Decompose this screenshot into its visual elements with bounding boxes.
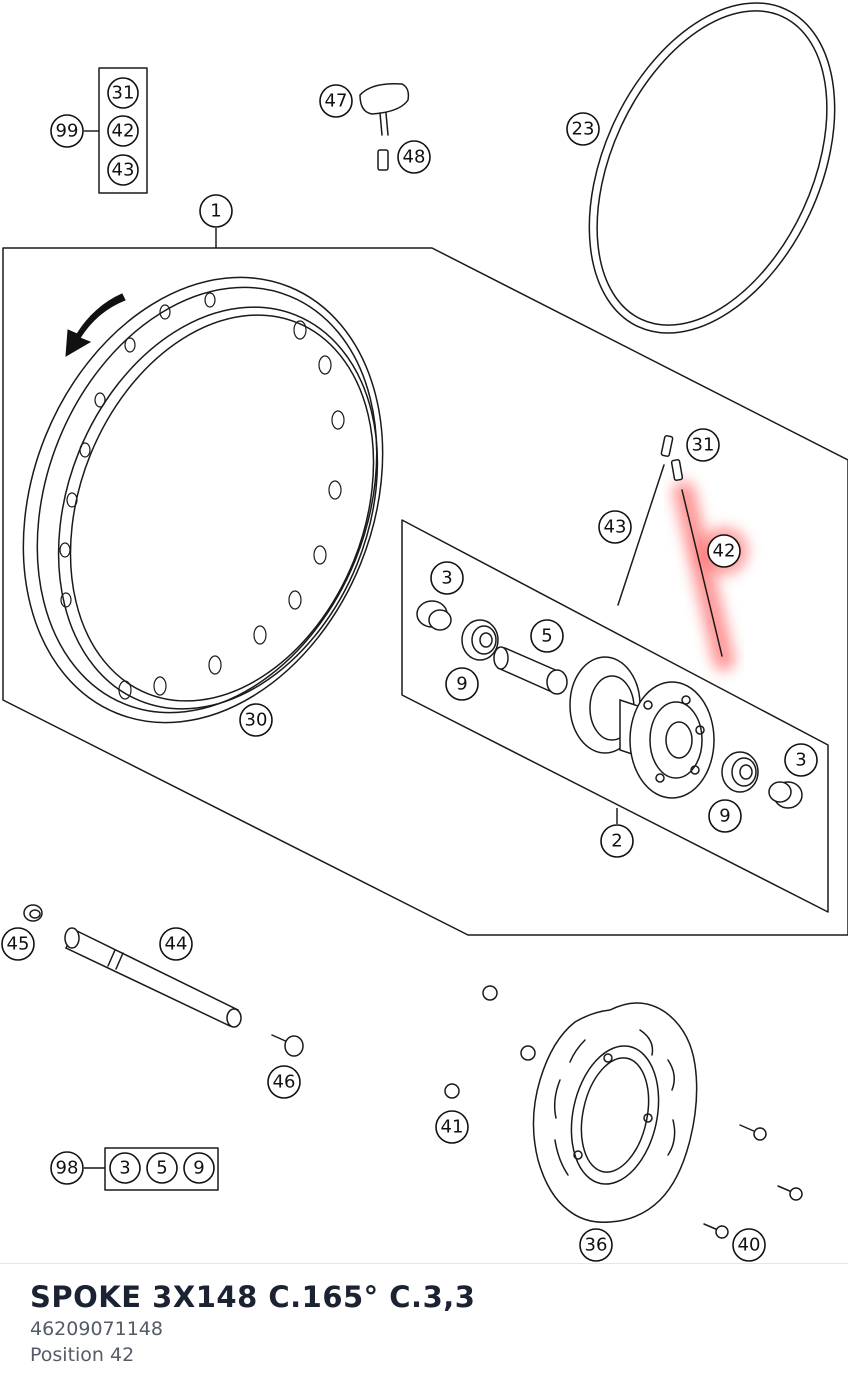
bushing-3-left[interactable] (416, 600, 452, 631)
svg-text:31: 31 (692, 435, 715, 456)
rim-part[interactable] (0, 223, 447, 777)
callout-45[interactable]: 45 (1, 927, 35, 961)
svg-text:9: 9 (456, 674, 467, 695)
rim-band-part[interactable] (540, 0, 848, 372)
callout-5[interactable]: 5 (530, 619, 564, 653)
svg-text:46: 46 (273, 1072, 296, 1093)
rotation-arrow-icon (65, 293, 126, 357)
svg-text:44: 44 (165, 934, 188, 955)
callout-9-left[interactable]: 9 (445, 667, 479, 701)
part-name: SPOKE 3X148 C.165° C.3,3 (30, 1280, 476, 1314)
callout-46[interactable]: 46 (267, 1065, 301, 1099)
callout-48[interactable]: 48 (397, 140, 431, 174)
callout-42-kit[interactable]: 42 (107, 115, 139, 147)
svg-text:31: 31 (112, 83, 135, 104)
callout-3-kit[interactable]: 3 (109, 1152, 141, 1184)
svg-text:43: 43 (112, 160, 135, 181)
part-info-panel: SPOKE 3X148 C.165° C.3,3 46209071148 Pos… (0, 1263, 848, 1391)
svg-text:42: 42 (112, 121, 135, 142)
valve-cap-part[interactable] (359, 82, 410, 136)
bushing-3-right[interactable] (768, 781, 803, 809)
axle-nut-part[interactable] (23, 904, 43, 922)
spoke-43-part[interactable] (617, 435, 674, 606)
part-number: 46209071148 (30, 1318, 163, 1340)
part-position: Position 42 (30, 1344, 135, 1366)
svg-text:5: 5 (156, 1158, 167, 1179)
svg-text:42: 42 (713, 541, 736, 562)
callout-30[interactable]: 30 (239, 703, 273, 737)
svg-text:40: 40 (738, 1235, 761, 1256)
svg-text:23: 23 (572, 119, 595, 140)
callout-31-kit[interactable]: 31 (107, 77, 139, 109)
svg-text:48: 48 (403, 147, 426, 168)
brake-disc-part[interactable] (532, 1002, 698, 1223)
callout-47[interactable]: 47 (319, 84, 353, 118)
svg-text:5: 5 (541, 626, 552, 647)
svg-text:3: 3 (795, 750, 806, 771)
callout-1[interactable]: 1 (199, 194, 233, 228)
leader-lines (84, 130, 618, 1169)
axle-screw-part[interactable] (271, 1034, 304, 1057)
svg-text:2: 2 (611, 831, 622, 852)
callout-3-left[interactable]: 3 (430, 561, 464, 595)
callout-31[interactable]: 31 (686, 428, 720, 462)
kit-98-box (104, 1147, 219, 1191)
disc-screw-part[interactable] (703, 1124, 803, 1239)
nipple-part[interactable] (377, 149, 389, 171)
callout-5-kit[interactable]: 5 (146, 1152, 178, 1184)
svg-text:43: 43 (604, 517, 627, 538)
svg-text:1: 1 (210, 201, 221, 222)
callout-44[interactable]: 44 (159, 927, 193, 961)
svg-text:47: 47 (325, 91, 348, 112)
callout-43-kit[interactable]: 43 (107, 154, 139, 186)
callout-42-highlighted[interactable]: 42 (707, 534, 741, 568)
axle-part[interactable] (64, 927, 242, 1028)
svg-text:41: 41 (441, 1117, 464, 1138)
svg-text:99: 99 (56, 121, 79, 142)
callout-36[interactable]: 36 (579, 1228, 613, 1262)
callout-23[interactable]: 23 (566, 112, 600, 146)
callout-98[interactable]: 98 (50, 1151, 84, 1185)
spoke-42-highlight (673, 481, 748, 671)
callout-3-right[interactable]: 3 (784, 743, 818, 777)
spoke-42-part[interactable] (670, 459, 723, 657)
svg-text:9: 9 (193, 1158, 204, 1179)
callout-2[interactable]: 2 (600, 824, 634, 858)
svg-text:30: 30 (245, 710, 268, 731)
hub-part[interactable] (569, 656, 715, 799)
callout-41[interactable]: 41 (435, 1110, 469, 1144)
hub-assembly-frame (401, 519, 829, 913)
svg-text:36: 36 (585, 1235, 608, 1256)
svg-text:3: 3 (441, 568, 452, 589)
callout-99[interactable]: 99 (50, 114, 84, 148)
callout-9-kit[interactable]: 9 (183, 1152, 215, 1184)
callout-43[interactable]: 43 (598, 510, 632, 544)
spacer-5-part[interactable] (493, 646, 568, 695)
wheel-assembly-frame (2, 247, 848, 936)
svg-text:3: 3 (119, 1158, 130, 1179)
nut-41-part[interactable] (444, 985, 536, 1099)
callout-9-right[interactable]: 9 (708, 799, 742, 833)
svg-text:98: 98 (56, 1158, 79, 1179)
bearing-9-left[interactable] (461, 619, 499, 661)
exploded-parts-diagram: 99 31 42 43 47 48 23 1 30 31 43 42 3 5 9… (0, 0, 848, 1262)
callout-40[interactable]: 40 (732, 1228, 766, 1262)
bearing-9-right[interactable] (721, 751, 759, 793)
svg-text:45: 45 (7, 934, 30, 955)
svg-text:9: 9 (719, 806, 730, 827)
